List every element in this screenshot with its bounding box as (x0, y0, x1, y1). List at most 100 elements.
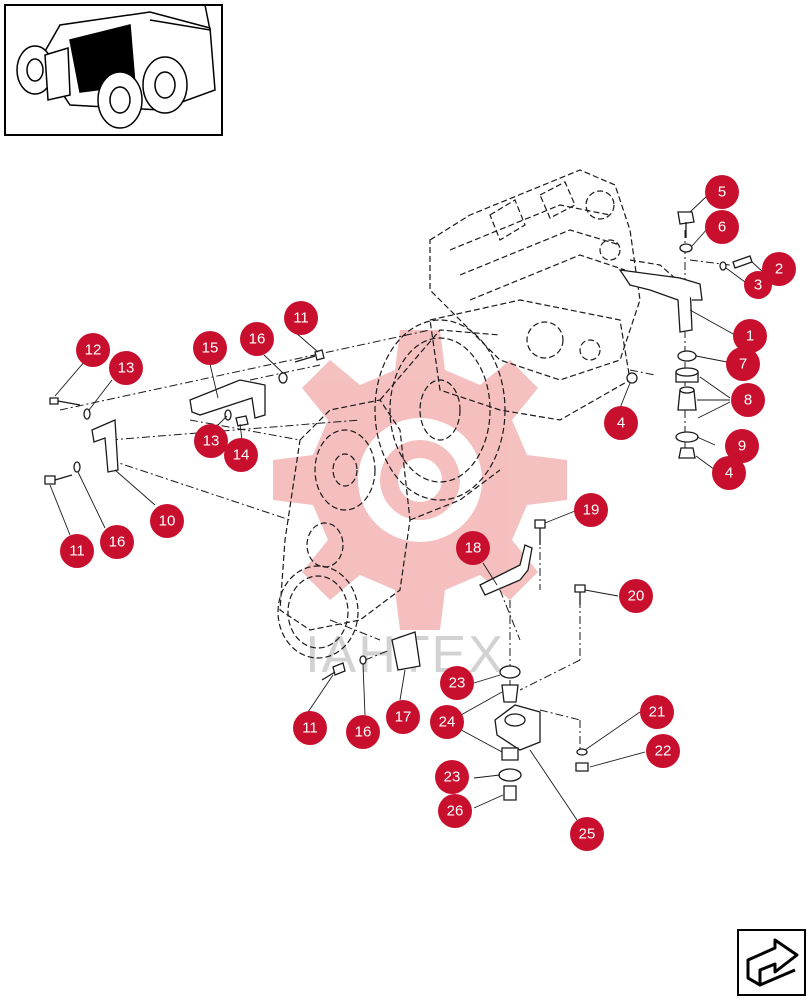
svg-text:16: 16 (249, 331, 266, 348)
washer-9 (675, 431, 699, 443)
callout-11c[interactable]: 11 (293, 711, 327, 745)
callout-21[interactable]: 21 (640, 695, 674, 729)
callout-2[interactable]: 2 (762, 252, 796, 286)
bolt-2 (732, 255, 753, 269)
leader-lines (49, 194, 764, 821)
svg-text:11: 11 (69, 543, 85, 560)
washer-23a (499, 665, 521, 679)
callout-13a[interactable]: 13 (109, 351, 143, 385)
nut-4a (626, 372, 638, 384)
svg-text:9: 9 (738, 438, 746, 455)
callouts: 5 6 2 3 1 7 8 4 9 4 12 13 15 16 11 13 14… (60, 175, 796, 851)
watermark-gear-icon (273, 330, 567, 630)
svg-text:26: 26 (447, 803, 464, 820)
svg-text:4: 4 (617, 415, 625, 432)
callout-22[interactable]: 22 (646, 734, 680, 768)
svg-text:17: 17 (395, 709, 412, 726)
svg-text:11: 11 (293, 310, 309, 327)
callout-23b[interactable]: 23 (435, 760, 469, 794)
svg-text:13: 13 (118, 360, 135, 377)
svg-text:24: 24 (439, 714, 456, 731)
callout-18[interactable]: 18 (456, 531, 490, 565)
svg-text:4: 4 (725, 465, 733, 482)
bolt-20 (574, 584, 586, 593)
svg-text:16: 16 (355, 724, 372, 741)
svg-text:12: 12 (85, 342, 102, 359)
callout-4b[interactable]: 4 (712, 456, 746, 490)
svg-text:7: 7 (739, 356, 747, 373)
svg-text:25: 25 (579, 826, 596, 843)
svg-text:15: 15 (202, 340, 219, 357)
callout-3[interactable]: 3 (744, 271, 772, 299)
washer-3 (719, 261, 727, 271)
callout-23a[interactable]: 23 (440, 666, 474, 700)
parts (44, 211, 753, 801)
callout-7[interactable]: 7 (726, 347, 760, 381)
bracket-18 (479, 544, 533, 596)
svg-text:11: 11 (302, 720, 318, 737)
washer-13a (83, 408, 91, 420)
callout-9[interactable]: 9 (725, 429, 759, 463)
callout-25[interactable]: 25 (570, 817, 604, 851)
washer-23b (498, 768, 522, 782)
bracket-17 (391, 631, 421, 671)
nut-4b (678, 447, 696, 459)
svg-text:5: 5 (718, 184, 726, 201)
callout-19[interactable]: 19 (574, 493, 608, 527)
svg-text:23: 23 (449, 675, 466, 692)
bolt-11b (44, 475, 56, 485)
nut-14 (235, 415, 249, 427)
svg-text:8: 8 (744, 392, 752, 409)
callout-10[interactable]: 10 (150, 504, 184, 538)
callout-13b[interactable]: 13 (194, 424, 228, 458)
callout-1[interactable]: 1 (733, 319, 767, 353)
svg-text:21: 21 (649, 704, 666, 721)
svg-text:3: 3 (754, 277, 762, 294)
callout-26[interactable]: 26 (438, 794, 472, 828)
callout-8[interactable]: 8 (731, 383, 765, 417)
mount-24-upper (501, 684, 519, 703)
svg-text:20: 20 (628, 588, 645, 605)
callout-16a[interactable]: 16 (240, 322, 274, 356)
svg-text:2: 2 (775, 261, 783, 278)
callout-14[interactable]: 14 (224, 438, 258, 472)
callout-11b[interactable]: 11 (60, 534, 94, 568)
callout-16c[interactable]: 16 (346, 715, 380, 749)
callout-24[interactable]: 24 (430, 705, 464, 739)
nut-26 (503, 785, 517, 801)
tractor-thumbnail-icon[interactable] (4, 4, 223, 136)
next-page-arrow-icon[interactable] (737, 929, 806, 996)
bolt-19 (534, 519, 546, 529)
svg-text:19: 19 (583, 502, 600, 519)
nut-22 (575, 762, 589, 772)
engine-assembly (277, 169, 701, 659)
callout-12[interactable]: 12 (76, 333, 110, 367)
svg-text:23: 23 (444, 769, 461, 786)
svg-text:18: 18 (465, 540, 482, 557)
bracket-15 (189, 379, 266, 419)
svg-text:16: 16 (109, 534, 126, 551)
callout-16b[interactable]: 16 (100, 525, 134, 559)
washer-7 (677, 350, 697, 362)
callout-5[interactable]: 5 (705, 175, 739, 209)
washer-13b (224, 409, 232, 421)
callout-11a[interactable]: 11 (284, 301, 318, 335)
svg-text:1: 1 (746, 328, 754, 345)
washer-21 (576, 748, 588, 756)
washer-16c (359, 655, 367, 665)
washer-6 (679, 243, 693, 253)
bolt-12 (49, 397, 59, 405)
callout-4a[interactable]: 4 (604, 406, 638, 440)
bracket-10 (91, 419, 119, 473)
callout-17[interactable]: 17 (386, 700, 420, 734)
svg-text:13: 13 (203, 433, 220, 450)
callout-15[interactable]: 15 (193, 331, 227, 365)
svg-text:14: 14 (233, 447, 250, 464)
svg-text:10: 10 (159, 513, 176, 530)
bolt-5 (677, 211, 695, 225)
callout-6[interactable]: 6 (705, 210, 739, 244)
svg-text:22: 22 (655, 743, 672, 760)
washer-16b (73, 461, 81, 473)
callout-20[interactable]: 20 (619, 579, 653, 613)
